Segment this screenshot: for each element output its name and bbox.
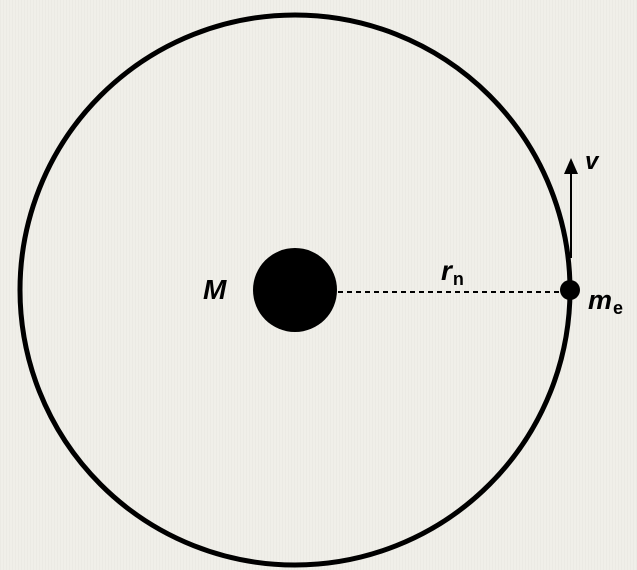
electron-mass-subscript: e [613,298,624,318]
nucleus-mass-label: M [203,274,227,305]
velocity-label: v [585,148,599,175]
orbit-radius-label: rn [441,255,464,289]
orbit-radius-subscript: n [452,269,464,289]
electron-mass-label: me [588,285,623,318]
nucleus [253,248,337,332]
orbit-radius-symbol: r [441,255,452,286]
velocity-arrow-head [564,158,578,174]
electron-mass-symbol: m [588,285,613,315]
electron [560,280,580,300]
